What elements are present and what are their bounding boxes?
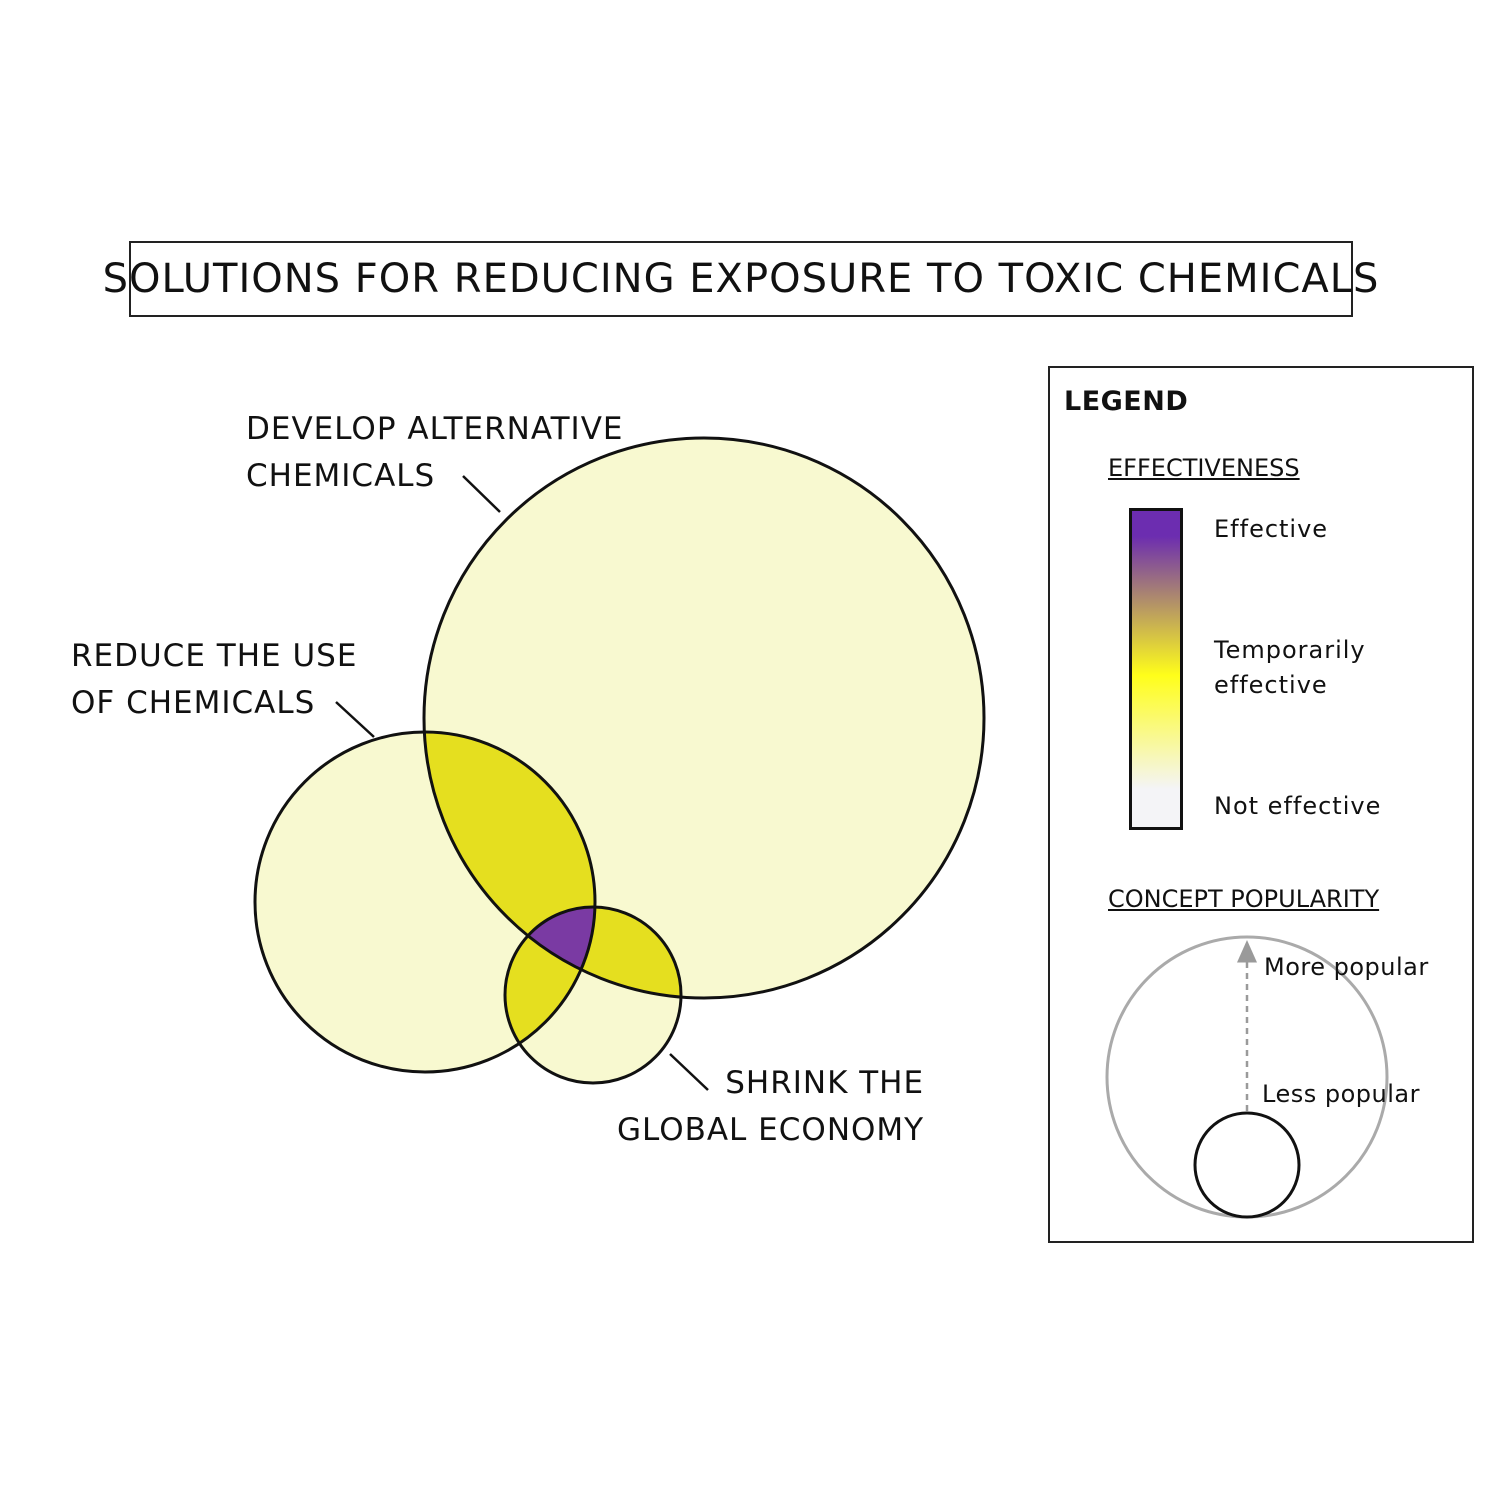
set-develop-outline: [422, 436, 986, 1000]
label-develop: DEVELOP ALTERNATIVE CHEMICALS: [246, 406, 624, 500]
effectiveness-heading: EFFECTIVENESS: [1108, 454, 1300, 482]
less-popular-label: Less popular: [1262, 1080, 1420, 1108]
label-shrink: SHRINK THE GLOBAL ECONOMY: [617, 1060, 924, 1154]
label-shrink-line2: GLOBAL ECONOMY: [617, 1112, 925, 1148]
venn-diagram: [253, 436, 986, 1091]
effectiveness-mid-line1: Temporarily: [1214, 636, 1366, 664]
label-shrink-line1: SHRINK THE: [725, 1065, 925, 1101]
effectiveness-high-label: Effective: [1214, 515, 1329, 543]
effectiveness-mid-line2: effective: [1214, 671, 1328, 699]
less-popular-circle: [1193, 1111, 1301, 1219]
legend-title: LEGEND: [1064, 386, 1189, 417]
legend-panel: LEGEND EFFECTIVENESS Effective Temporari…: [1048, 366, 1474, 1243]
leader-reduce: [335, 701, 375, 738]
more-popular-label: More popular: [1264, 953, 1429, 981]
label-reduce: REDUCE THE USE OF CHEMICALS: [71, 633, 357, 727]
label-reduce-line2: OF CHEMICALS: [71, 685, 316, 721]
popularity-scale: [1105, 935, 1389, 1219]
title-box: SOLUTIONS FOR REDUCING EXPOSURE TO TOXIC…: [103, 241, 1378, 317]
set-reduce-outline: [253, 730, 597, 1074]
label-reduce-line1: REDUCE THE USE: [71, 638, 358, 674]
page-title: SOLUTIONS FOR REDUCING EXPOSURE TO TOXIC…: [102, 256, 1380, 302]
leader-shrink: [669, 1053, 709, 1091]
set-shrink-outline: [503, 905, 683, 1085]
effectiveness-gradient-bar: [1129, 508, 1183, 830]
popularity-heading: CONCEPT POPULARITY: [1108, 885, 1380, 913]
effectiveness-low-label: Not effective: [1214, 792, 1382, 820]
leader-develop: [462, 475, 501, 513]
label-develop-line2: CHEMICALS: [246, 458, 436, 494]
effectiveness-mid-label: Temporarily effective: [1214, 633, 1366, 703]
label-develop-line1: DEVELOP ALTERNATIVE: [246, 411, 624, 447]
